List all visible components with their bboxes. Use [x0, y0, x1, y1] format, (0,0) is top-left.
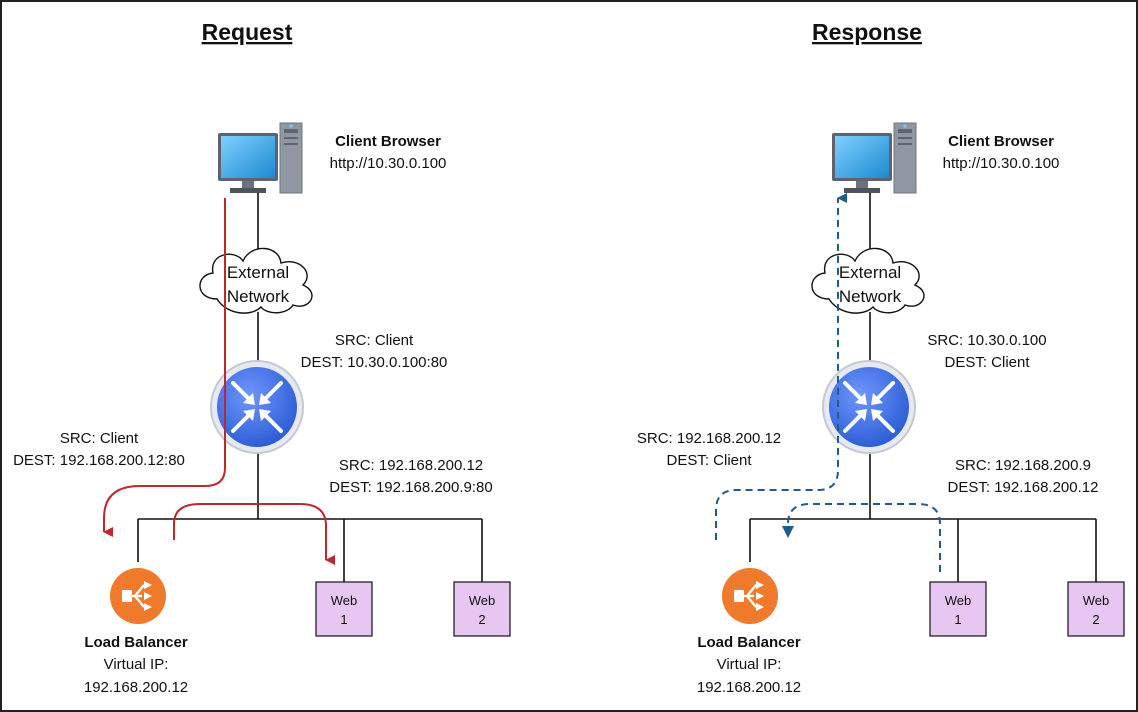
response-title: Response	[812, 19, 922, 45]
request-client-url: http://10.30.0.100	[330, 155, 447, 172]
request-left-label-line1: SRC: Client	[60, 430, 139, 447]
request-router-label-line1: SRC: Client	[335, 332, 414, 349]
request-left-label-line2: DEST: 192.168.200.12:80	[13, 452, 185, 469]
request-web2-line1: Web	[469, 593, 496, 608]
request-load-balancer-icon	[108, 566, 168, 626]
request-web2-box	[453, 581, 511, 637]
response-panel: Response Client Browser http://10.30.0.1…	[637, 19, 1125, 696]
request-arrow-lb-to-web1	[173, 503, 335, 565]
request-cloud-line1: External	[227, 263, 289, 282]
request-title: Request	[202, 19, 293, 45]
response-router-label-line2: DEST: Client	[944, 354, 1030, 371]
response-client-name: Client Browser	[948, 133, 1054, 150]
response-web2-box	[1067, 581, 1125, 637]
request-arrow-client-to-lb	[103, 198, 226, 537]
request-right-label-line2: DEST: 192.168.200.9:80	[329, 479, 492, 496]
response-wires	[749, 188, 1097, 582]
request-web1-line1: Web	[331, 593, 358, 608]
request-web1-line2: 1	[340, 612, 347, 627]
request-wires	[137, 188, 483, 582]
response-web2-line1: Web	[1083, 593, 1110, 608]
request-client-computer-icon	[217, 122, 303, 194]
request-lb-line3: 192.168.200.12	[84, 679, 188, 696]
response-left-label-line2: DEST: Client	[666, 452, 752, 469]
request-cloud-line2: Network	[227, 287, 290, 306]
request-web2-line2: 2	[478, 612, 485, 627]
response-arrowhead-lb	[782, 526, 794, 538]
response-cloud-line1: External	[839, 263, 901, 282]
response-lb-line3: 192.168.200.12	[697, 679, 801, 696]
response-router-icon	[821, 359, 917, 455]
response-web1-box	[929, 581, 987, 637]
response-arrow-lb-to-client	[715, 193, 847, 540]
response-load-balancer-icon	[720, 566, 780, 626]
response-right-label-line2: DEST: 192.168.200.12	[948, 479, 1099, 496]
response-web2-line2: 2	[1092, 612, 1099, 627]
response-arrow-web1-to-lb	[787, 503, 941, 572]
request-lb-name: Load Balancer	[84, 634, 188, 651]
response-cloud-line2: Network	[839, 287, 902, 306]
request-router-label-line2: DEST: 10.30.0.100:80	[301, 354, 448, 371]
response-client-computer-icon	[831, 122, 917, 194]
response-left-label-line1: SRC: 192.168.200.12	[637, 430, 781, 447]
request-lb-line2: Virtual IP:	[104, 656, 169, 673]
response-right-label-line1: SRC: 192.168.200.9	[955, 457, 1091, 474]
request-panel: Request Client Browser http://10.30.0.10…	[13, 19, 511, 696]
response-web1-line1: Web	[945, 593, 972, 608]
response-client-url: http://10.30.0.100	[943, 155, 1060, 172]
request-client-name: Client Browser	[335, 133, 441, 150]
response-lb-line2: Virtual IP:	[717, 656, 782, 673]
request-right-label-line1: SRC: 192.168.200.12	[339, 457, 483, 474]
response-web1-line2: 1	[954, 612, 961, 627]
response-router-label-line1: SRC: 10.30.0.100	[927, 332, 1046, 349]
response-lb-name: Load Balancer	[697, 634, 801, 651]
request-web1-box	[315, 581, 373, 637]
